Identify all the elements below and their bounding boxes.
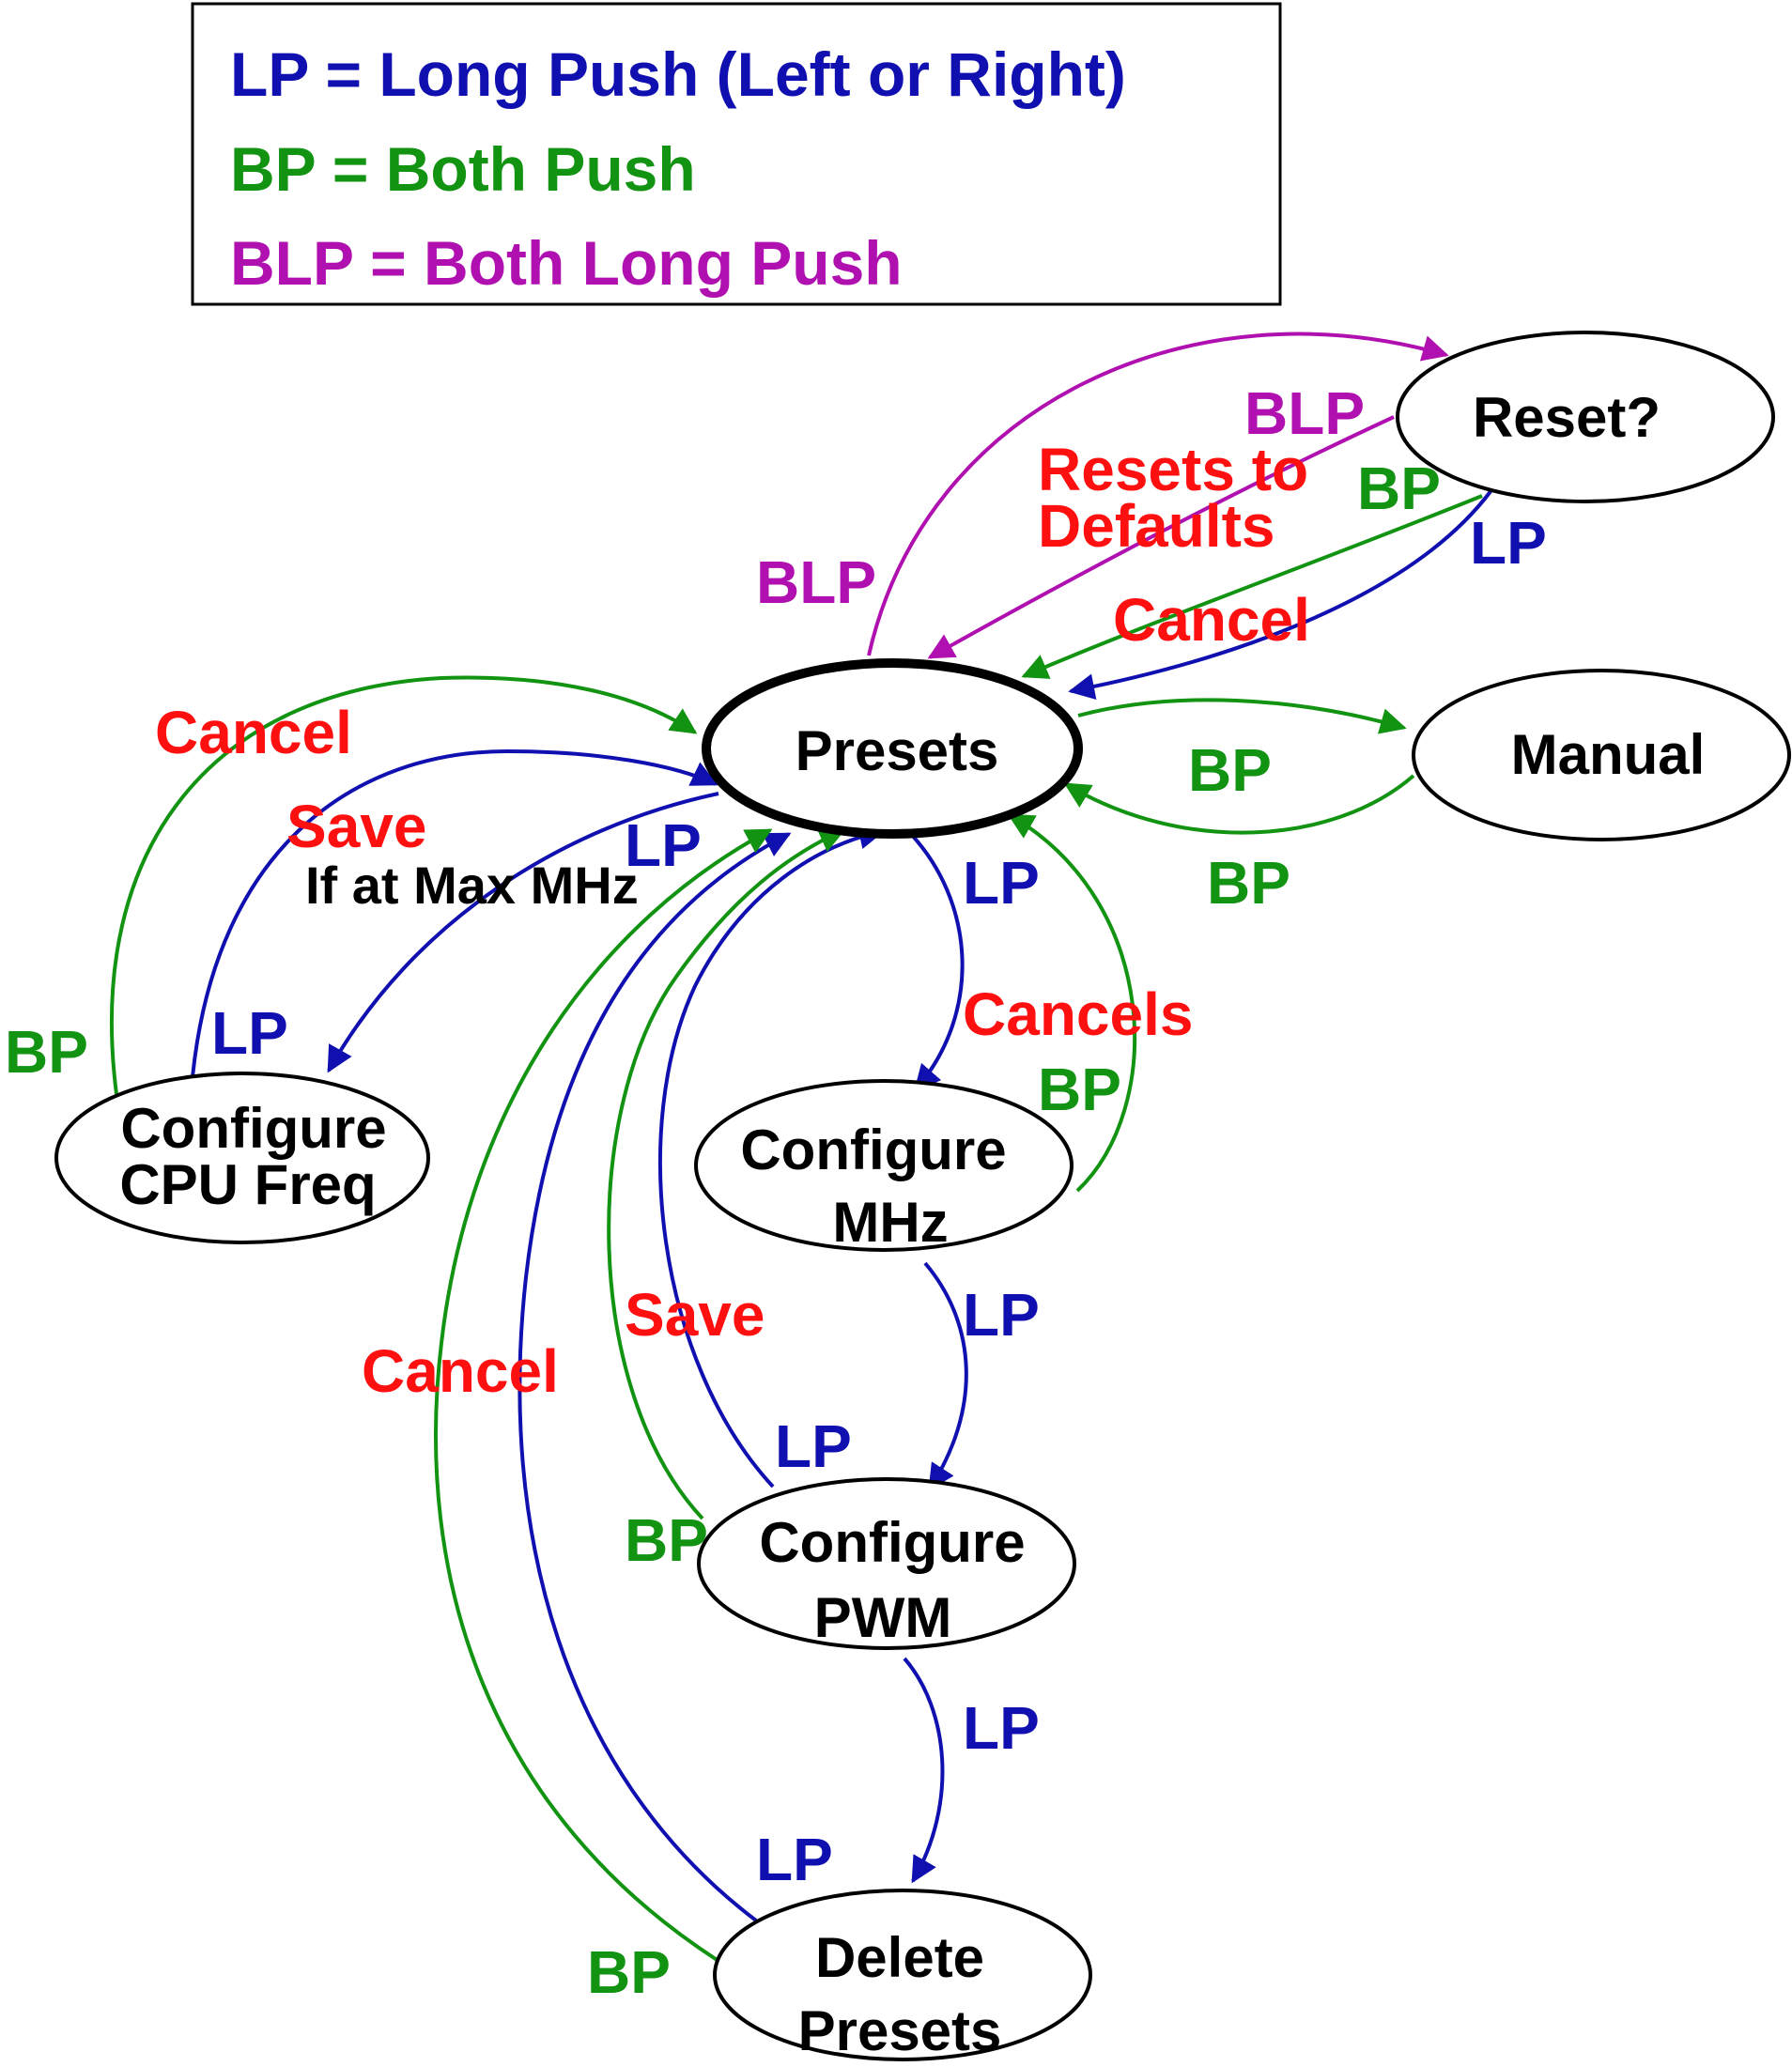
label-bp-manual-lower: BP (1207, 849, 1290, 917)
legend-blp: BLP = Both Long Push (230, 228, 903, 298)
edge-pwm-to-presets-bp (607, 827, 846, 1520)
node-configure-pwm[interactable]: Configure PWM (697, 1477, 1076, 1650)
edge-delete-to-presets-lp (518, 832, 792, 1922)
delete-label-line2: Presets (798, 1999, 1002, 2062)
legend-box (191, 2, 1282, 306)
label-blp-top: BLP (1244, 379, 1365, 447)
label-cancel-cpu: Cancel (155, 699, 352, 766)
pwm-label-line2: PWM (814, 1586, 952, 1649)
label-bp-pwm: BP (625, 1506, 708, 1574)
label-bp-mhz: BP (1038, 1056, 1121, 1123)
edge-cpu-to-presets-bp (110, 675, 698, 1095)
manual-ellipse (1412, 669, 1791, 841)
edge-pwm-to-delete-lp (903, 1657, 945, 1884)
mhz-label-line1: Configure (740, 1118, 1006, 1181)
cpu-freq-label-line1: Configure (120, 1097, 386, 1160)
legend-lp: LP = Long Push (Left or Right) (230, 39, 1126, 109)
label-lp-delete: LP (756, 1826, 833, 1893)
edge-mhz-to-presets-bp (1007, 813, 1137, 1193)
label-cancel-delete: Cancel (362, 1337, 559, 1405)
label-lp-to-mhz: LP (963, 849, 1040, 917)
edge-labels: BLP BLP Resets to Defaults BP LP Cancel … (5, 379, 1547, 2006)
edge-presets-to-manual-bp (1077, 698, 1407, 734)
label-save-cpu: Save (286, 793, 426, 860)
label-cancels-mhz: Cancels (963, 980, 1193, 1048)
label-lp-to-cpu: LP (625, 811, 702, 879)
reset-label: Reset? (1473, 386, 1661, 449)
label-bp-reset: BP (1357, 455, 1441, 522)
edge-mhz-to-pwm-lp (923, 1261, 968, 1491)
manual-label: Manual (1511, 723, 1706, 786)
node-manual[interactable]: Manual (1412, 669, 1791, 841)
mhz-ellipse (694, 1079, 1074, 1252)
mhz-label-line2: MHz (832, 1191, 948, 1254)
edge-delete-to-presets-bp (434, 828, 773, 1963)
nodes: Presets Reset? Manual Configure CPU Freq… (54, 331, 1791, 2062)
label-lp-pwm-to-delete: LP (963, 1694, 1040, 1762)
edge-manual-to-presets-bp (1063, 774, 1415, 835)
edge-presets-to-mhz-lp (905, 828, 965, 1092)
delete-label-line1: Delete (815, 1926, 984, 1989)
label-lp-cpu: LP (211, 999, 288, 1067)
cpu-freq-ellipse (54, 1072, 430, 1244)
label-blp-left: BLP (756, 548, 876, 616)
label-if-max-mhz: If at Max MHz (305, 856, 639, 915)
label-cancel-reset: Cancel (1113, 586, 1310, 654)
label-bp-manual-upper: BP (1188, 736, 1272, 804)
cpu-freq-label-line2: CPU Freq (119, 1153, 376, 1216)
node-delete-presets[interactable]: Delete Presets (713, 1889, 1092, 2062)
edge-reset-to-presets-blp (927, 415, 1395, 659)
pwm-label-line1: Configure (759, 1511, 1025, 1574)
pwm-ellipse (697, 1477, 1076, 1650)
edge-cpu-to-presets-lp (191, 748, 718, 1078)
label-bp-cpu: BP (5, 1018, 88, 1086)
label-bp-delete: BP (587, 1938, 671, 2006)
edge-presets-to-cpu-lp (327, 792, 719, 1073)
label-lp-pwm: LP (775, 1412, 852, 1480)
node-presets[interactable]: Presets (702, 658, 1083, 839)
legend: LP = Long Push (Left or Right) BP = Both… (191, 2, 1282, 306)
label-lp-mhz-to-pwm: LP (963, 1281, 1040, 1349)
edges (110, 332, 1493, 1963)
label-resets-to: Resets to (1038, 436, 1308, 503)
edge-presets-to-reset-blp (867, 332, 1449, 656)
edge-pwm-to-presets-lp (657, 823, 886, 1489)
node-configure-cpu-freq[interactable]: Configure CPU Freq (54, 1072, 430, 1244)
label-lp-reset: LP (1470, 509, 1547, 577)
label-save-pwm: Save (625, 1281, 765, 1349)
label-defaults: Defaults (1038, 492, 1275, 560)
legend-bp: BP = Both Push (230, 134, 696, 204)
reset-ellipse (1396, 331, 1775, 503)
delete-ellipse (713, 1889, 1092, 2061)
edge-reset-to-presets-lp (1068, 488, 1493, 700)
edge-reset-to-presets-bp (1021, 494, 1483, 679)
node-configure-mhz[interactable]: Configure MHz (694, 1079, 1074, 1254)
node-reset[interactable]: Reset? (1396, 331, 1775, 503)
presets-label: Presets (796, 719, 999, 782)
presets-ellipse (702, 658, 1083, 839)
